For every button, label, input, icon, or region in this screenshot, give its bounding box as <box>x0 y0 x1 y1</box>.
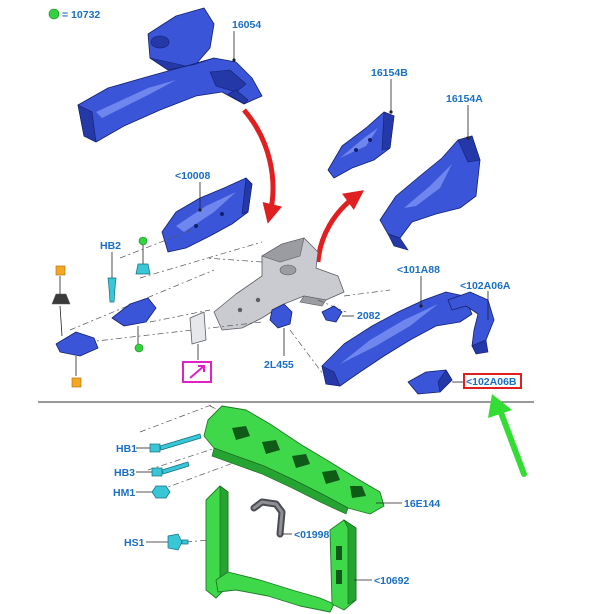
part-16154B[interactable] <box>327 111 395 179</box>
callout-16154A-label: 16154A <box>446 93 483 105</box>
new-part-symbol <box>182 311 212 383</box>
callout-HS1-label: HS1 <box>124 537 145 549</box>
callout-10692: <10692 <box>354 575 409 587</box>
fastener-HB1[interactable]: HB1 <box>116 433 202 455</box>
guide-lines <box>69 229 391 543</box>
callout-HB3-label: HB3 <box>114 467 135 479</box>
fastener-group-left: HB2 <box>51 236 157 388</box>
callout-16E144: 16E144 <box>376 498 440 510</box>
callout-101A88: <101A88 <box>397 264 440 308</box>
callout-102A06B-label: <102A06B <box>466 376 517 388</box>
bolt-hb2-icon <box>107 277 117 303</box>
part-2L455[interactable]: 2L455 <box>264 303 294 371</box>
callout-102A06A-label: <102A06A <box>460 280 511 292</box>
part-101A88[interactable] <box>321 291 473 387</box>
callout-01998-label: <01998 <box>294 529 329 541</box>
callout-16054-label: 16054 <box>232 19 261 31</box>
callout-HB2-label: HB2 <box>100 240 121 252</box>
grommet-icon <box>51 293 71 305</box>
callout-16E144-label: 16E144 <box>404 498 440 510</box>
green-arrow-icon <box>488 394 527 477</box>
callout-16054: 16054 <box>232 19 261 62</box>
callout-16154B-label: 16154B <box>371 67 408 79</box>
callout-102A06B[interactable]: <102A06B <box>463 373 522 389</box>
part-01998[interactable]: <01998 <box>250 498 329 541</box>
radiator-support-16E144[interactable] <box>203 405 385 613</box>
callout-HB1-label: HB1 <box>116 443 137 455</box>
callout-16154A: 16154A <box>446 93 483 140</box>
callout-101A88-label: <101A88 <box>397 264 440 276</box>
part-16154A[interactable] <box>379 135 481 251</box>
screw-icon <box>167 533 183 551</box>
clip-icon <box>55 265 66 276</box>
part-10008[interactable] <box>161 177 253 253</box>
marker-10732-icon <box>138 236 148 246</box>
highlight-box <box>463 373 522 389</box>
red-curved-arrow-icon <box>242 108 283 224</box>
fastener-HB3[interactable]: HB3 <box>114 461 190 479</box>
callout-10692-label: <10692 <box>374 575 409 587</box>
legend: = 10732 <box>48 8 100 21</box>
fastener-HM1[interactable]: HM1 <box>113 485 171 499</box>
bolt-icon <box>149 443 161 453</box>
fastener-HS1[interactable]: HS1 <box>124 533 189 551</box>
clip-icon <box>71 377 82 388</box>
legend-marker-icon <box>48 8 60 20</box>
bracket-left <box>55 331 99 357</box>
bolt-icon <box>151 467 163 477</box>
callout-102A06A: <102A06A <box>460 280 511 320</box>
nut-icon <box>151 485 171 499</box>
bracket-hb2 <box>111 297 157 327</box>
callout-10008-label: <10008 <box>175 170 210 182</box>
legend-label: = 10732 <box>62 9 100 21</box>
nut-icon <box>135 263 151 275</box>
arrow-up-right-icon <box>189 365 205 379</box>
part-2082[interactable]: 2082 <box>321 305 381 323</box>
part-102A06B[interactable] <box>407 369 464 395</box>
frame-rail <box>213 237 345 331</box>
callout-16154B: 16154B <box>371 67 408 114</box>
callout-2L455-label: 2L455 <box>264 359 294 371</box>
callout-HM1-label: HM1 <box>113 487 135 499</box>
part-16054[interactable] <box>77 7 263 143</box>
callout-10008: <10008 <box>175 170 210 212</box>
red-curved-arrow-icon <box>315 190 365 263</box>
callout-2082-label: 2082 <box>357 310 381 322</box>
marker-10732-icon <box>134 343 144 353</box>
part-102A06A[interactable] <box>447 291 495 355</box>
